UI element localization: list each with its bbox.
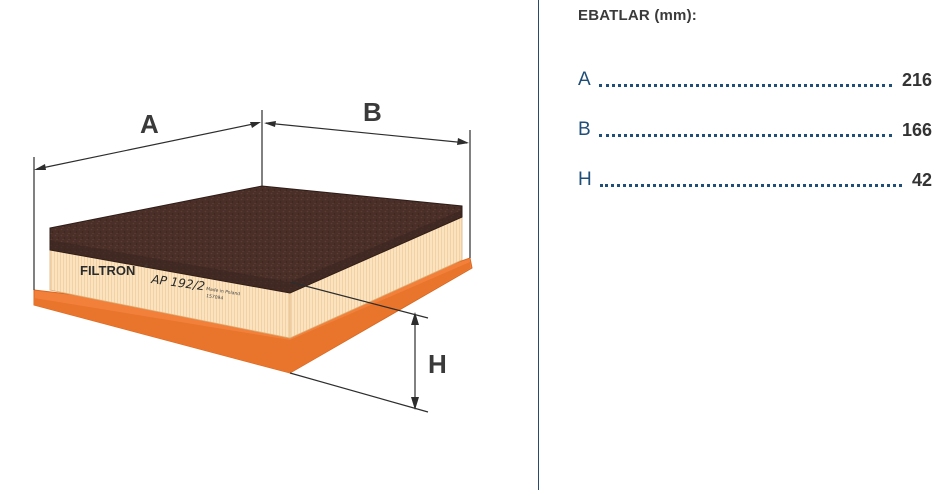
dimension-line-b — [264, 121, 471, 258]
dimension-line-a — [33, 110, 263, 290]
batch-code-label: 157094 — [206, 293, 224, 302]
spec-label-b: B — [578, 119, 591, 140]
dimensions-title: EBATLAR (mm): — [578, 7, 697, 24]
spec-value-h: 42 — [911, 170, 932, 190]
dimensions-panel: EBATLAR (mm): A 216 B 166 H 42 — [578, 0, 934, 490]
air-filter-drawing: FILTRON ® AP 192/2 Made in Poland 157094… — [33, 97, 473, 413]
dimension-letter-a: A — [140, 109, 159, 139]
dimension-letter-h: H — [428, 349, 447, 379]
dimension-letter-b: B — [363, 97, 382, 127]
spec-label-h: H — [578, 169, 592, 190]
filter-frame-lip — [34, 262, 470, 373]
filter-illustration: FILTRON ® AP 192/2 Made in Poland 157094… — [33, 97, 473, 413]
spec-row-h: H 42 — [578, 166, 932, 191]
spec-label-a: A — [578, 69, 591, 90]
spec-row-b: B 166 — [578, 116, 932, 141]
registered-mark: ® — [144, 263, 149, 270]
brand-label: FILTRON — [80, 263, 135, 278]
spec-row-a: A 216 — [578, 66, 932, 91]
panel-divider — [538, 0, 539, 490]
made-in-label: Made in Poland — [206, 286, 241, 297]
filter-foam-edge — [50, 210, 462, 293]
spec-value-b: 166 — [901, 120, 932, 140]
dot-leader — [598, 84, 892, 87]
dot-leader — [599, 184, 902, 187]
spec-value-a: 216 — [901, 70, 932, 90]
dot-leader — [598, 134, 892, 137]
dimension-line-h — [289, 281, 429, 413]
